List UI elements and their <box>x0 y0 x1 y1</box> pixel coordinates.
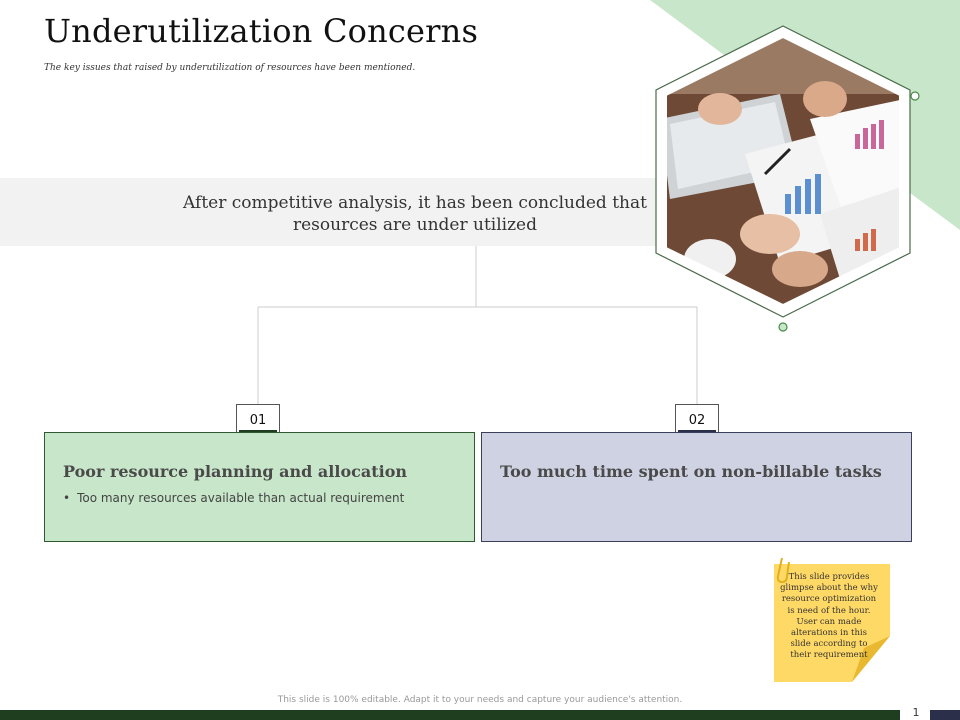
page-title: Underutilization Concerns <box>44 12 479 50</box>
card-bullet-list: Too many resources available than actual… <box>63 491 404 505</box>
badge-number: 01 <box>249 413 267 428</box>
concern-card-2: Too much time spent on non-billable task… <box>481 432 912 542</box>
footer-text: This slide is 100% editable. Adapt it to… <box>277 695 683 705</box>
team-meeting-photo-icon <box>655 25 920 332</box>
page-subtitle: The key issues that raised by underutili… <box>44 63 416 73</box>
sticky-note-shape <box>774 557 890 682</box>
bottom-bar-navy <box>930 710 960 720</box>
paperclip-icon <box>776 557 790 584</box>
sticky-note <box>768 556 894 686</box>
decor-dot-top-icon <box>910 91 920 101</box>
badge-number: 02 <box>688 413 706 428</box>
bottom-bar-green <box>0 710 900 720</box>
card-title: Too much time spent on non-billable task… <box>500 462 882 481</box>
concern-card-1: Poor resource planning and allocation To… <box>44 432 475 542</box>
card-bullet-item: Too many resources available than actual… <box>63 491 404 505</box>
hexagon-photo-frame <box>650 24 930 334</box>
card-title: Poor resource planning and allocation <box>63 462 407 481</box>
page-number: 1 <box>902 706 930 720</box>
decor-dot-bottom-icon <box>778 322 788 332</box>
conclusion-text: After competitive analysis, it has been … <box>183 193 647 235</box>
conclusion-band <box>0 178 720 246</box>
sticky-note-text: This slide provides glimpse about the wh… <box>780 572 878 661</box>
